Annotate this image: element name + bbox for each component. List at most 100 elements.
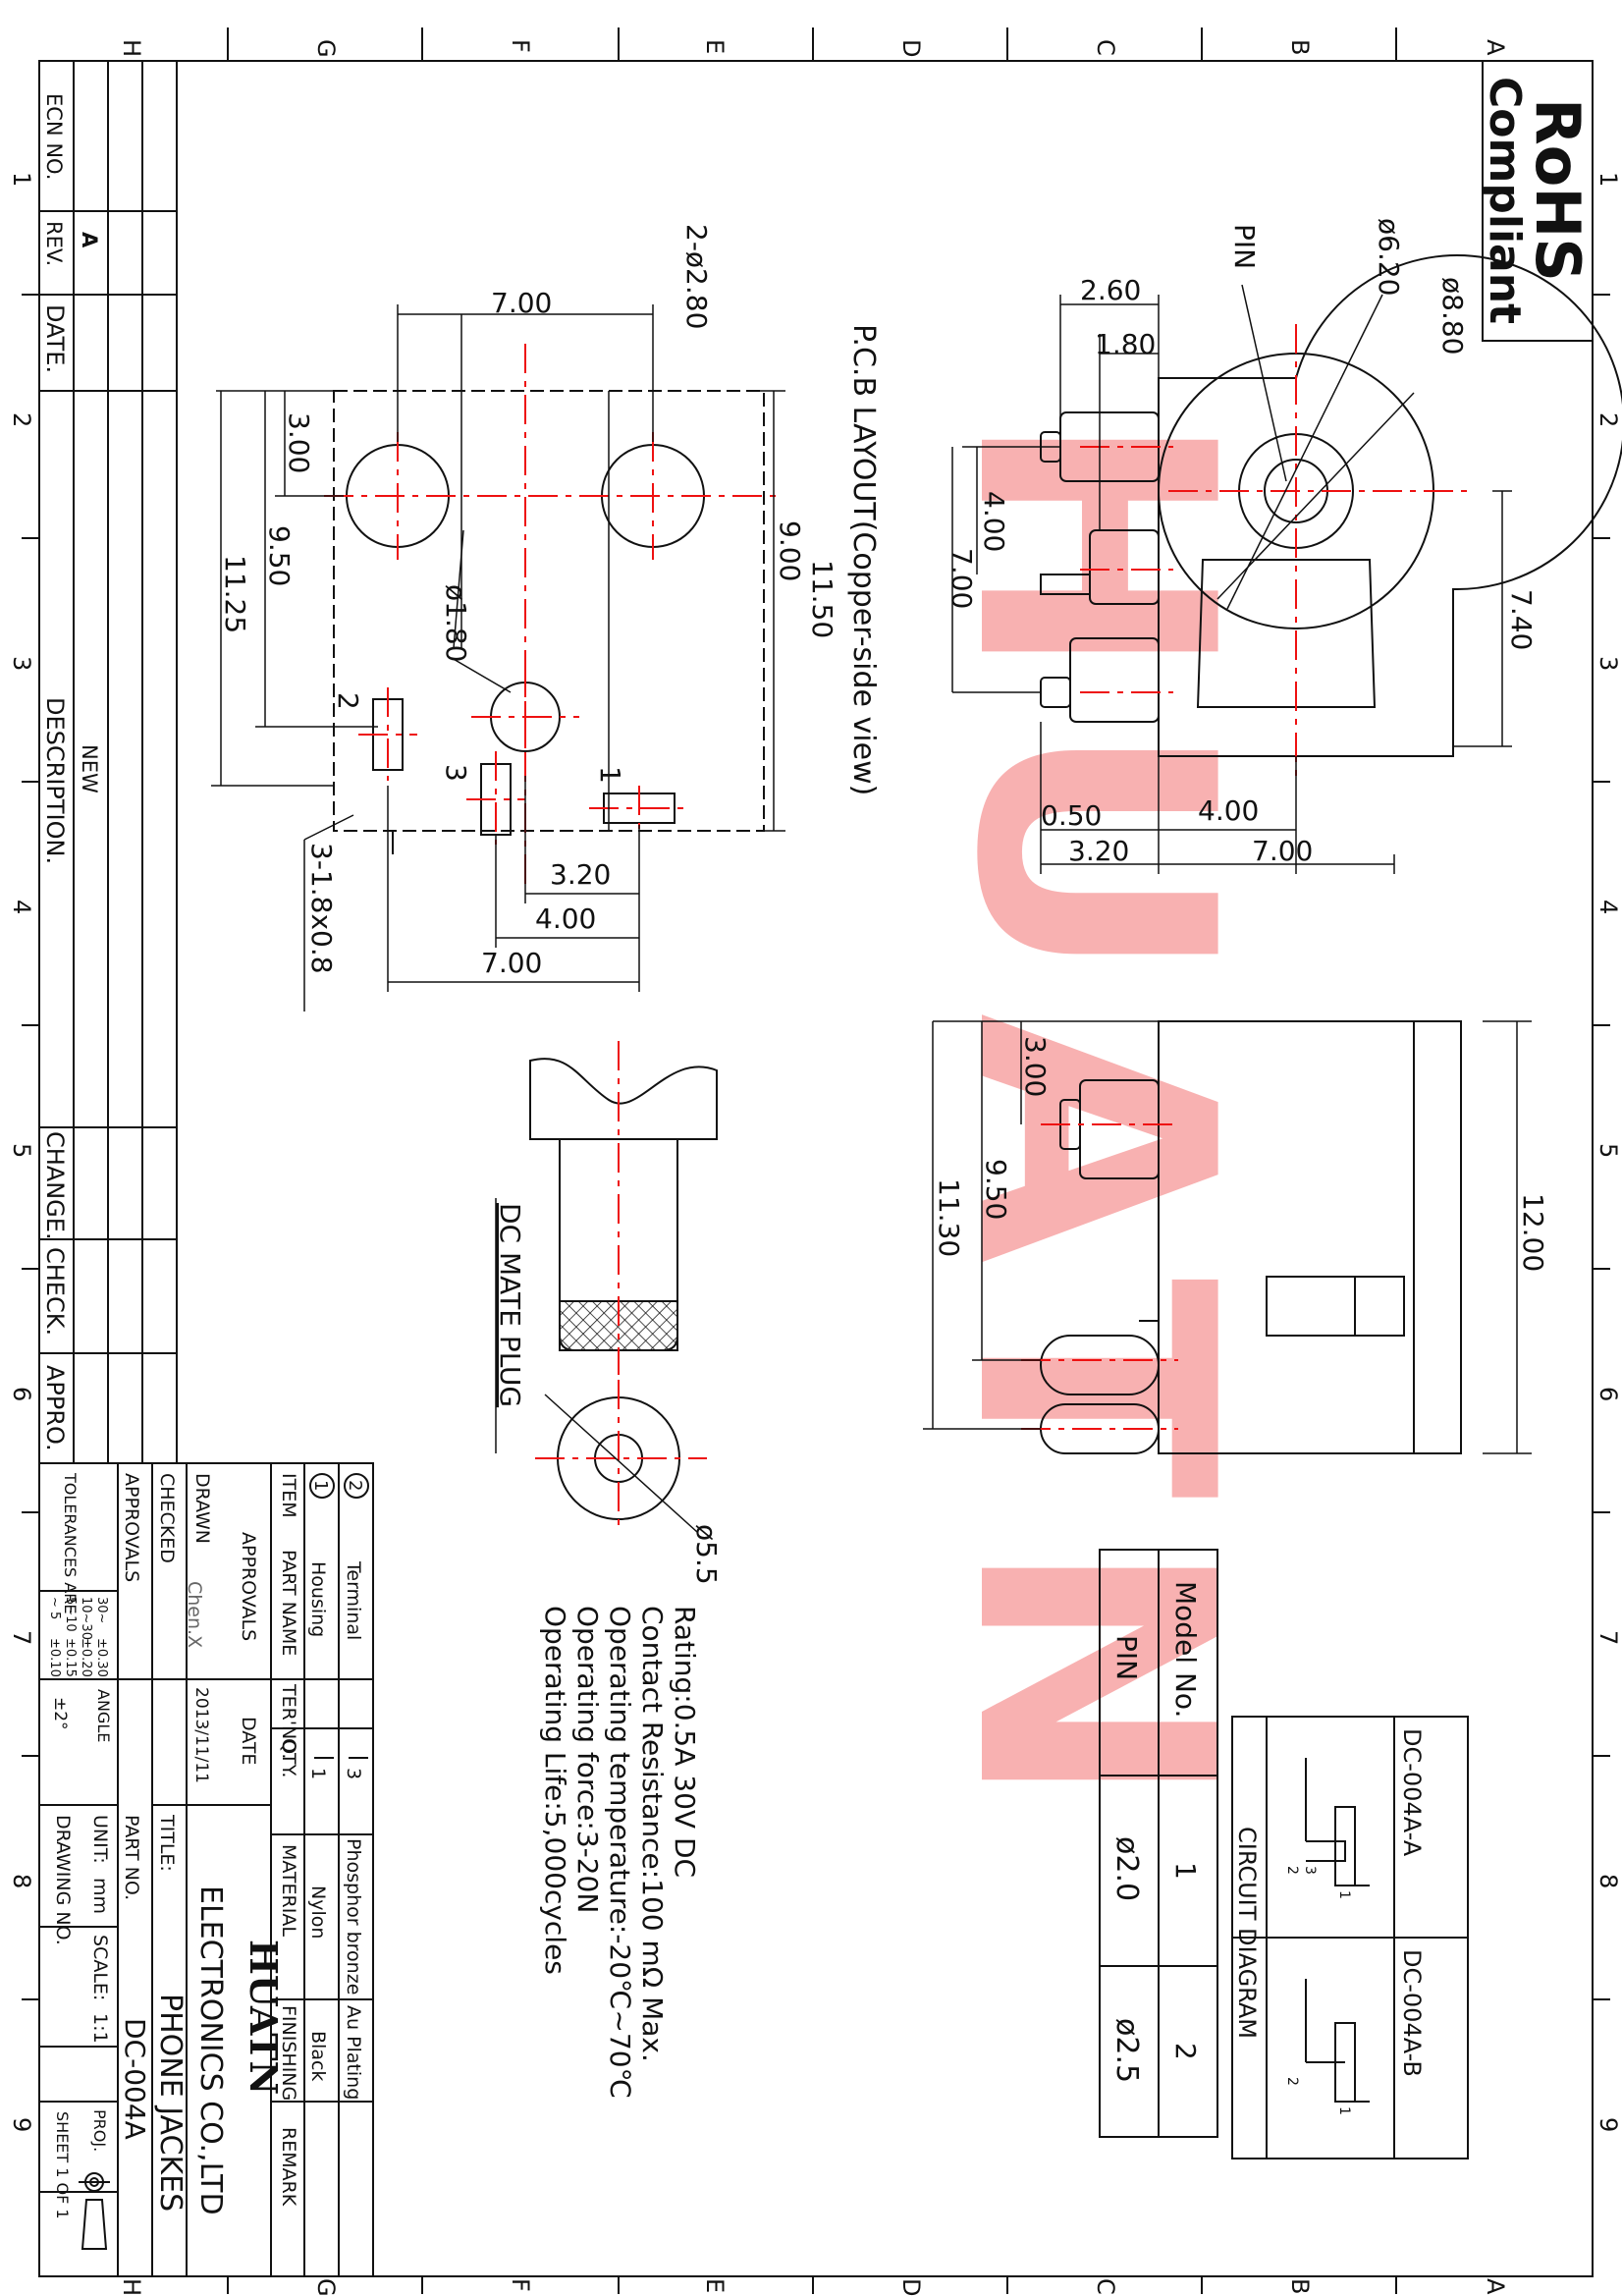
zone-num-7-left: 7 xyxy=(8,1630,35,1645)
circuit-labels: CIRCUIT DIAGRAM DC-004A-A DC-004A-B 1 3 … xyxy=(1233,1728,1426,2115)
front-view-dims xyxy=(951,284,1512,874)
pcb-dim-11-50: 11.50 xyxy=(806,560,838,638)
zone-letter-d-top: D xyxy=(897,39,925,57)
zone-num-1-right: 1 xyxy=(1595,172,1622,187)
circuit-a-pin-3: 3 xyxy=(1302,1866,1318,1875)
side-dim-12: 12.00 xyxy=(1517,1193,1549,1272)
rohs-title: RoHS xyxy=(1522,98,1594,282)
drawing-title: PHONE JACKES xyxy=(153,1994,188,2212)
tol-value-4: ±0.10 xyxy=(47,1638,62,1677)
angle-label: ANGLE xyxy=(94,1689,113,1742)
pcb-dim-9: 9.00 xyxy=(774,520,806,581)
zone-num-9-left: 9 xyxy=(8,2117,35,2132)
bom-row-2-item: 1 xyxy=(310,1480,331,1491)
pcb-title: P.C.B LAYOUT(Copper-side view) xyxy=(846,324,881,795)
scale-label: SCALE: xyxy=(89,1935,111,2000)
front-dim-4-00: 4.00 xyxy=(1198,794,1259,827)
zone-letter-h-bottom: H xyxy=(118,2278,145,2296)
zone-letter-a-top: A xyxy=(1482,39,1509,56)
front-dim-7-00: 7.00 xyxy=(1252,835,1313,867)
drawn-by: Chen.X xyxy=(184,1581,205,1648)
part-number: DC-004A xyxy=(119,2018,151,2140)
front-dim-0-50: 0.50 xyxy=(1041,799,1102,832)
zone-ticks xyxy=(22,27,1610,2294)
zone-letter-c-top: C xyxy=(1092,39,1119,56)
plug-dia: ø5.5 xyxy=(690,1524,723,1585)
bom-row-1-material: Phosphor bronze xyxy=(343,1838,364,1995)
date-header: DATE xyxy=(238,1717,259,1765)
front-view-centerlines xyxy=(1080,324,1473,776)
circuit-a-pin-2: 2 xyxy=(1284,1866,1300,1875)
pcb-pin-2: 2 xyxy=(332,692,364,710)
circuit-a-pin-1: 1 xyxy=(1336,1890,1352,1899)
tol-value-2: ±0.20 xyxy=(79,1638,93,1677)
zone-letter-g-top: G xyxy=(312,39,340,58)
zone-num-8-right: 8 xyxy=(1595,1874,1622,1888)
circuit-b-pin-2: 2 xyxy=(1284,2077,1300,2086)
zone-num-3-left: 3 xyxy=(8,656,35,671)
pcb-dim-3-20: 3.20 xyxy=(550,858,611,891)
zone-num-6-right: 6 xyxy=(1595,1387,1622,1401)
tol-value-3: ±0.15 xyxy=(63,1638,78,1677)
plug-dims xyxy=(495,1198,698,1533)
bom-row-2-item-circle xyxy=(309,1473,335,1499)
zone-letter-b-bottom: B xyxy=(1286,2278,1314,2294)
zone-num-1-left: 1 xyxy=(8,172,35,187)
side-view-labels: 12.00 3.00 9.50 11.30 xyxy=(933,1036,1549,1272)
bom-header-remark: REMARK xyxy=(278,2127,299,2207)
approvals-label: APPROVALS xyxy=(121,1473,142,1582)
bom-row-1-name: Terminal xyxy=(343,1560,364,1640)
front-dim-dia-6-20: ø6.20 xyxy=(1373,218,1405,296)
dc-mate-plug xyxy=(529,1058,718,1520)
revision-block xyxy=(38,61,177,1464)
revision-text: ECN NO. REV. A DATE. DESCRIPTION. NEW CH… xyxy=(41,93,101,1451)
model-no-label: Model No. xyxy=(1169,1581,1202,1718)
specifications: Rating:0.5A 30V DC Contact Resistance:10… xyxy=(539,1606,701,2099)
zone-num-2-right: 2 xyxy=(1595,412,1622,427)
zone-num-7-right: 7 xyxy=(1595,1630,1622,1645)
zone-num-9-right: 9 xyxy=(1595,2117,1622,2132)
company-name: HUATN xyxy=(242,1940,286,2095)
bom-header-ter-no: TER'NO. xyxy=(278,1683,299,1759)
zone-letter-e-top: E xyxy=(701,39,729,54)
zone-num-6-left: 6 xyxy=(8,1387,35,1401)
tol-range-3: 5~10 xyxy=(63,1597,78,1632)
watermark-text: HUATN xyxy=(905,410,1282,1848)
pcb-dim-9-50: 9.50 xyxy=(263,525,296,586)
zone-letter-h-top: H xyxy=(118,39,145,57)
description-value: NEW xyxy=(78,744,101,793)
circuit-model-b: DC-004A-B xyxy=(1398,1949,1426,2077)
front-dim-1-80: 1.80 xyxy=(1095,328,1156,360)
front-dim-2-60: 2.60 xyxy=(1080,274,1141,306)
side-dim-11-30: 11.30 xyxy=(933,1178,965,1257)
unit-label: UNIT: xyxy=(89,1815,111,1864)
pcb-pin-3: 3 xyxy=(440,764,472,782)
circuit-model-a: DC-004A-A xyxy=(1398,1728,1426,1857)
model-col-1: 1 xyxy=(1169,1862,1202,1880)
front-dim-7-40: 7.40 xyxy=(1505,589,1538,650)
front-dim-7: 7.00 xyxy=(946,548,978,609)
tol-value-1: ±0.30 xyxy=(94,1638,109,1677)
drawn-label: DRAWN xyxy=(191,1473,213,1544)
side-view-dims xyxy=(923,1020,1532,1454)
bom-header-material: MATERIAL xyxy=(278,1844,299,1937)
plug-centerlines xyxy=(535,1041,707,1532)
tolerances-label: TOLERANCES ARE xyxy=(61,1472,80,1613)
front-pin-label: PIN xyxy=(1228,224,1261,269)
zone-letter-e-bottom: E xyxy=(701,2278,729,2293)
checked-label: CHECKED xyxy=(156,1473,178,1563)
check-label: CHECK. xyxy=(41,1247,69,1336)
company-full-name: ELECTRONICS CO.,LTD xyxy=(193,1886,228,2215)
pcb-centerlines xyxy=(324,344,776,884)
bom-row-1-item: 2 xyxy=(345,1480,365,1491)
title-label: TITLE: xyxy=(156,1814,178,1872)
front-dim-3-20: 3.20 xyxy=(1068,835,1129,867)
projection-symbol-icon xyxy=(79,2172,110,2250)
side-view-centerlines xyxy=(1021,1123,1178,1430)
zone-num-5-right: 5 xyxy=(1595,1143,1622,1158)
pcb-pin-1: 1 xyxy=(594,766,626,784)
zone-letter-g-bottom: G xyxy=(312,2278,340,2296)
bom-row-2-name: Housing xyxy=(307,1561,329,1637)
zone-num-4-left: 4 xyxy=(8,900,35,914)
unit-value: mm xyxy=(89,1878,111,1914)
